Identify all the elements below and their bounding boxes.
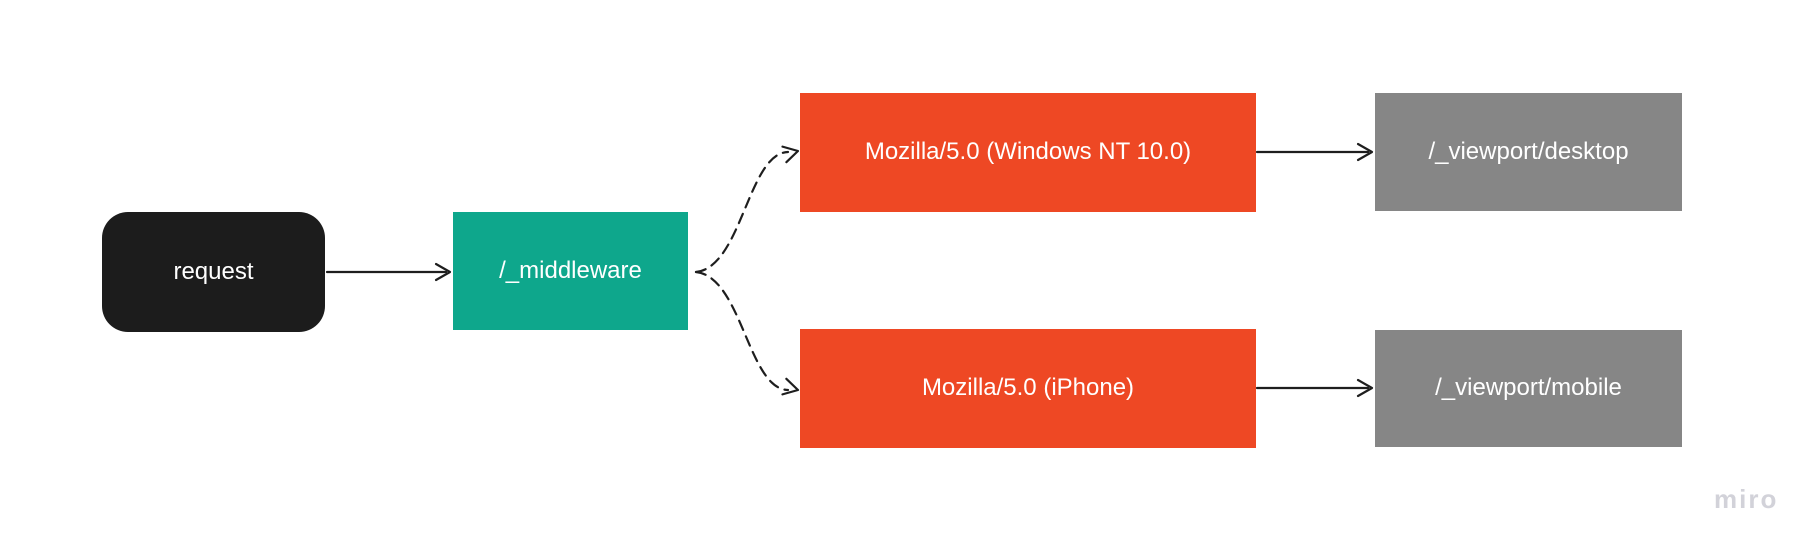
node-viewport-mobile[interactable]: /_viewport/mobile <box>1375 330 1682 447</box>
node-middleware[interactable]: /_middleware <box>453 212 688 330</box>
connector-middleware-ua-mobile[interactable] <box>694 270 800 398</box>
connector-ua-desktop-viewport-desktop[interactable] <box>1255 142 1374 162</box>
node-middleware-label: /_middleware <box>499 256 642 284</box>
miro-logo-watermark: miro <box>1714 484 1779 514</box>
node-viewport-desktop-label: /_viewport/desktop <box>1428 137 1629 165</box>
node-user-agent-desktop[interactable]: Mozilla/5.0 (Windows NT 10.0) <box>800 93 1256 212</box>
node-viewport-desktop[interactable]: /_viewport/desktop <box>1375 93 1682 211</box>
node-user-agent-mobile-label: Mozilla/5.0 (iPhone) <box>921 374 1135 402</box>
node-request[interactable]: request <box>102 212 325 332</box>
node-user-agent-desktop-label: Mozilla/5.0 (Windows NT 10.0) <box>864 138 1192 166</box>
connector-ua-mobile-viewport-mobile[interactable] <box>1255 378 1374 398</box>
node-viewport-mobile-label: /_viewport/mobile <box>1435 374 1622 402</box>
node-user-agent-mobile[interactable]: Mozilla/5.0 (iPhone) <box>800 329 1256 448</box>
node-request-label: request <box>173 257 254 285</box>
connector-request-middleware[interactable] <box>325 262 452 282</box>
connector-middleware-ua-desktop[interactable] <box>694 143 800 274</box>
